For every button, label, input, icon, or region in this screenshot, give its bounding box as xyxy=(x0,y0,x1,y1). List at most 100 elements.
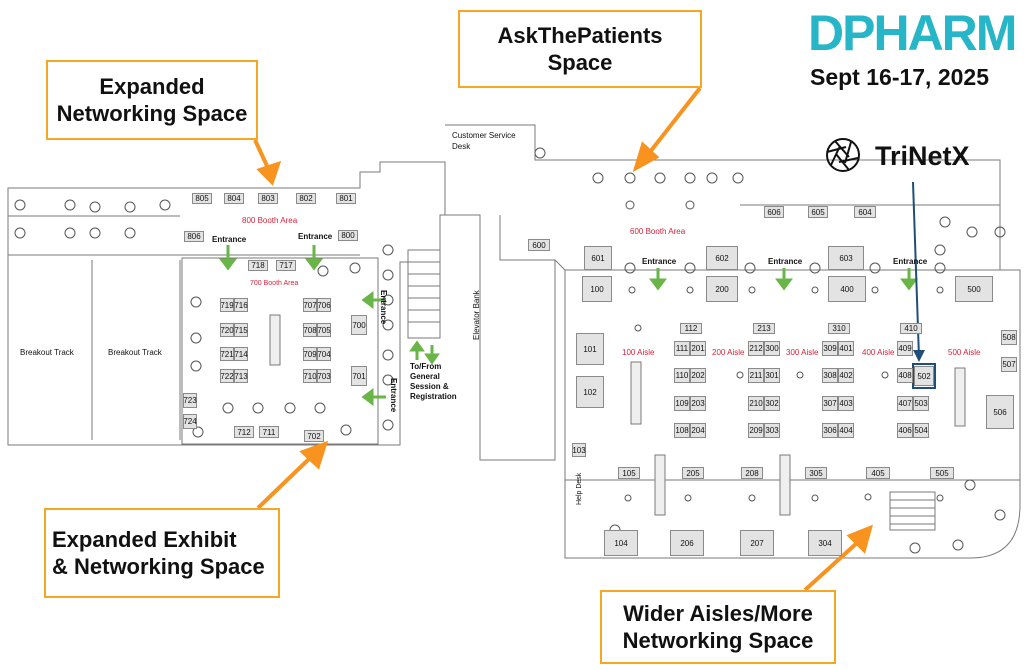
booth-723[interactable]: 723 xyxy=(183,393,197,408)
booth-209[interactable]: 209 xyxy=(748,423,764,438)
general-session-line: To/From xyxy=(410,362,442,371)
booth-408[interactable]: 408 xyxy=(897,368,913,383)
entrance-100: Entrance xyxy=(642,257,677,266)
booth-210[interactable]: 210 xyxy=(748,396,764,411)
booth-800[interactable]: 800 xyxy=(338,230,358,241)
booth-112[interactable]: 112 xyxy=(680,323,702,334)
booth-718[interactable]: 718 xyxy=(248,260,268,271)
booth-110[interactable]: 110 xyxy=(674,368,690,383)
booth-706[interactable]: 706 xyxy=(317,298,331,312)
booth-708[interactable]: 708 xyxy=(303,323,317,337)
booth-102[interactable]: 102 xyxy=(576,376,604,408)
booth-310[interactable]: 310 xyxy=(828,323,850,334)
booth-700[interactable]: 700 xyxy=(351,315,367,335)
booth-722[interactable]: 722 xyxy=(220,369,234,383)
booth-502[interactable]: 502 xyxy=(914,366,934,386)
booth-724[interactable]: 724 xyxy=(183,414,197,429)
booth-806[interactable]: 806 xyxy=(184,231,204,242)
booth-206[interactable]: 206 xyxy=(670,530,704,556)
booth-200[interactable]: 200 xyxy=(706,276,738,302)
booth-710[interactable]: 710 xyxy=(303,369,317,383)
callout-wider-aisles: Wider Aisles/More Networking Space xyxy=(600,590,836,664)
booth-208[interactable]: 208 xyxy=(741,467,763,479)
booth-721[interactable]: 721 xyxy=(220,347,234,361)
area-600: 600 Booth Area xyxy=(630,227,686,236)
booth-304[interactable]: 304 xyxy=(808,530,842,556)
booth-409[interactable]: 409 xyxy=(897,341,913,356)
booth-508[interactable]: 508 xyxy=(1001,330,1017,345)
booth-303[interactable]: 303 xyxy=(764,423,780,438)
booth-203[interactable]: 203 xyxy=(690,396,706,411)
booth-404[interactable]: 404 xyxy=(838,423,854,438)
booth-309[interactable]: 309 xyxy=(822,341,838,356)
booth-704[interactable]: 704 xyxy=(317,347,331,361)
booth-702[interactable]: 702 xyxy=(304,430,324,442)
booth-713[interactable]: 713 xyxy=(234,369,248,383)
booth-505[interactable]: 505 xyxy=(930,467,954,479)
booth-400[interactable]: 400 xyxy=(828,276,866,302)
booth-108[interactable]: 108 xyxy=(674,423,690,438)
booth-500[interactable]: 500 xyxy=(955,276,993,302)
booth-600[interactable]: 600 xyxy=(528,239,550,251)
booth-604[interactable]: 604 xyxy=(854,206,876,218)
booth-709[interactable]: 709 xyxy=(303,347,317,361)
booth-301[interactable]: 301 xyxy=(764,368,780,383)
booth-503[interactable]: 503 xyxy=(913,396,929,411)
booth-104[interactable]: 104 xyxy=(604,530,638,556)
booth-109[interactable]: 109 xyxy=(674,396,690,411)
booth-705[interactable]: 705 xyxy=(317,323,331,337)
booth-100[interactable]: 100 xyxy=(582,276,612,302)
booth-717[interactable]: 717 xyxy=(276,260,296,271)
booth-507[interactable]: 507 xyxy=(1001,357,1017,372)
booth-711[interactable]: 711 xyxy=(259,426,279,438)
booth-306[interactable]: 306 xyxy=(822,423,838,438)
booth-504[interactable]: 504 xyxy=(913,423,929,438)
booth-302[interactable]: 302 xyxy=(764,396,780,411)
booth-101[interactable]: 101 xyxy=(576,333,604,365)
booth-715[interactable]: 715 xyxy=(234,323,248,337)
booth-207[interactable]: 207 xyxy=(740,530,774,556)
booth-602[interactable]: 602 xyxy=(706,246,738,270)
booth-605[interactable]: 605 xyxy=(808,206,828,218)
booth-716[interactable]: 716 xyxy=(234,298,248,312)
booth-719[interactable]: 719 xyxy=(220,298,234,312)
booth-300[interactable]: 300 xyxy=(764,341,780,356)
booth-603[interactable]: 603 xyxy=(828,246,864,270)
booth-701[interactable]: 701 xyxy=(351,366,367,386)
booth-803[interactable]: 803 xyxy=(258,193,278,204)
booth-401[interactable]: 401 xyxy=(838,341,854,356)
booth-103[interactable]: 103 xyxy=(572,443,586,457)
booth-305[interactable]: 305 xyxy=(805,467,827,479)
booth-307[interactable]: 307 xyxy=(822,396,838,411)
booth-402[interactable]: 402 xyxy=(838,368,854,383)
booth-410[interactable]: 410 xyxy=(900,323,922,334)
breakout-track-2: Breakout Track xyxy=(108,348,162,357)
booth-213[interactable]: 213 xyxy=(753,323,775,334)
booth-703[interactable]: 703 xyxy=(317,369,331,383)
booth-205[interactable]: 205 xyxy=(682,467,704,479)
booth-805[interactable]: 805 xyxy=(192,193,212,204)
booth-801[interactable]: 801 xyxy=(336,193,356,204)
booth-707[interactable]: 707 xyxy=(303,298,317,312)
booth-407[interactable]: 407 xyxy=(897,396,913,411)
booth-308[interactable]: 308 xyxy=(822,368,838,383)
booth-202[interactable]: 202 xyxy=(690,368,706,383)
booth-105[interactable]: 105 xyxy=(618,467,640,479)
booth-804[interactable]: 804 xyxy=(224,193,244,204)
callout-line: Expanded xyxy=(99,73,205,99)
booth-403[interactable]: 403 xyxy=(838,396,854,411)
booth-212[interactable]: 212 xyxy=(748,341,764,356)
booth-714[interactable]: 714 xyxy=(234,347,248,361)
booth-405[interactable]: 405 xyxy=(866,467,890,479)
booth-506[interactable]: 506 xyxy=(986,395,1014,429)
booth-720[interactable]: 720 xyxy=(220,323,234,337)
booth-201[interactable]: 201 xyxy=(690,341,706,356)
booth-406[interactable]: 406 xyxy=(897,423,913,438)
booth-802[interactable]: 802 xyxy=(296,193,316,204)
booth-601[interactable]: 601 xyxy=(584,246,612,270)
booth-712[interactable]: 712 xyxy=(234,426,254,438)
booth-204[interactable]: 204 xyxy=(690,423,706,438)
booth-111[interactable]: 111 xyxy=(674,341,690,356)
booth-211[interactable]: 211 xyxy=(748,368,764,383)
booth-606[interactable]: 606 xyxy=(764,206,784,218)
